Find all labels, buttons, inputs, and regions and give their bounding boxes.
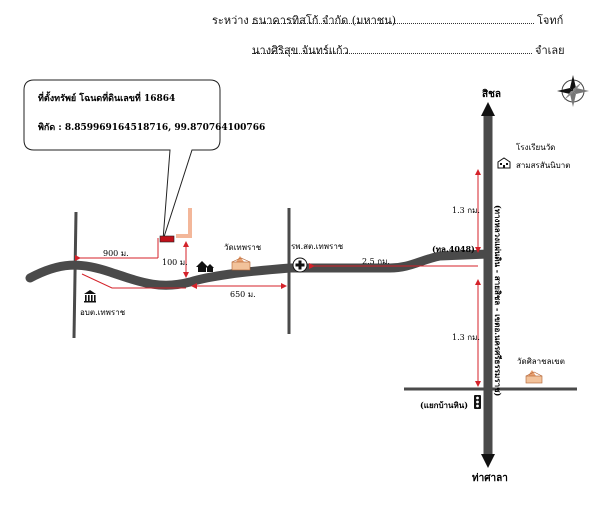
temple-east-label: วัดศิลาชลเขต <box>517 357 565 366</box>
compass-rose-icon <box>557 75 589 107</box>
south-destination: ท่าศาลา <box>472 472 508 484</box>
label-900m: 900 ม. <box>103 249 129 258</box>
government-building-icon <box>84 290 96 303</box>
label-100m: 100 ม. <box>162 258 188 267</box>
between-label: ระหว่าง <box>212 14 249 27</box>
school-label-line2: สามสรสันนิบาต <box>516 161 570 170</box>
plaintiff-role: โจทก์ <box>537 14 564 27</box>
hospital-cross-icon <box>292 257 308 273</box>
main-road <box>25 249 493 290</box>
junction-road-label: (ทล.4048) <box>432 244 475 254</box>
plaintiff-dotline <box>252 23 534 24</box>
callout-title: ที่ตั้งทรัพย์ โฉนดที่ดินเลขที่ 16864 <box>38 91 175 104</box>
defendant-role: จำเลย <box>535 44 565 57</box>
access-road <box>188 208 192 238</box>
temple-east-icon <box>525 370 543 384</box>
hospital-label: รพ.สต.เทพราช <box>291 242 344 251</box>
school-label-line1: โรงเรียนวัด <box>516 142 555 152</box>
south-arrow-icon <box>481 454 495 468</box>
highway-label: (ทางหลวงแผ่นดิน - สายสิชล - เขตอ.นครศรีธ… <box>493 205 503 397</box>
callout-coordinates: พิกัด : 8.859969164518716, 99.8707641007… <box>38 122 265 133</box>
label-1-3km-north: 1.3 กม. <box>452 206 480 215</box>
dim-line-900-lower <box>81 273 186 289</box>
traffic-light-icon <box>474 395 481 409</box>
school-icon <box>497 157 511 169</box>
temple-icon <box>231 256 251 271</box>
property-callout: ที่ตั้งทรัพย์ โฉนดที่ดินเลขที่ 16864 พิก… <box>23 79 265 241</box>
north-arrow-icon <box>481 102 495 116</box>
west-side-road <box>72 211 78 339</box>
north-destination: สิชล <box>482 88 501 100</box>
defendant-dotline <box>252 53 532 54</box>
junction-south-label: (แยกบ้านหิน) <box>420 400 468 410</box>
label-1-3km-south: 1.3 กม. <box>452 333 480 342</box>
access-road-branch <box>176 234 192 238</box>
label-2-5km: 2.5 กม. <box>362 257 390 266</box>
district-office-label: อบต.เทพราช <box>80 308 126 317</box>
property-marker <box>159 235 175 243</box>
plaintiff-name: ธนาคารทิสโก้ จำกัด (มหาชน) <box>252 14 397 27</box>
temple-west-label: วัดเทพราช <box>224 243 262 252</box>
house-icon <box>196 261 214 272</box>
defendant-name: นางศิริสุข จันทร์แก้ว <box>252 44 349 57</box>
label-650m: 650 ม. <box>230 290 256 299</box>
